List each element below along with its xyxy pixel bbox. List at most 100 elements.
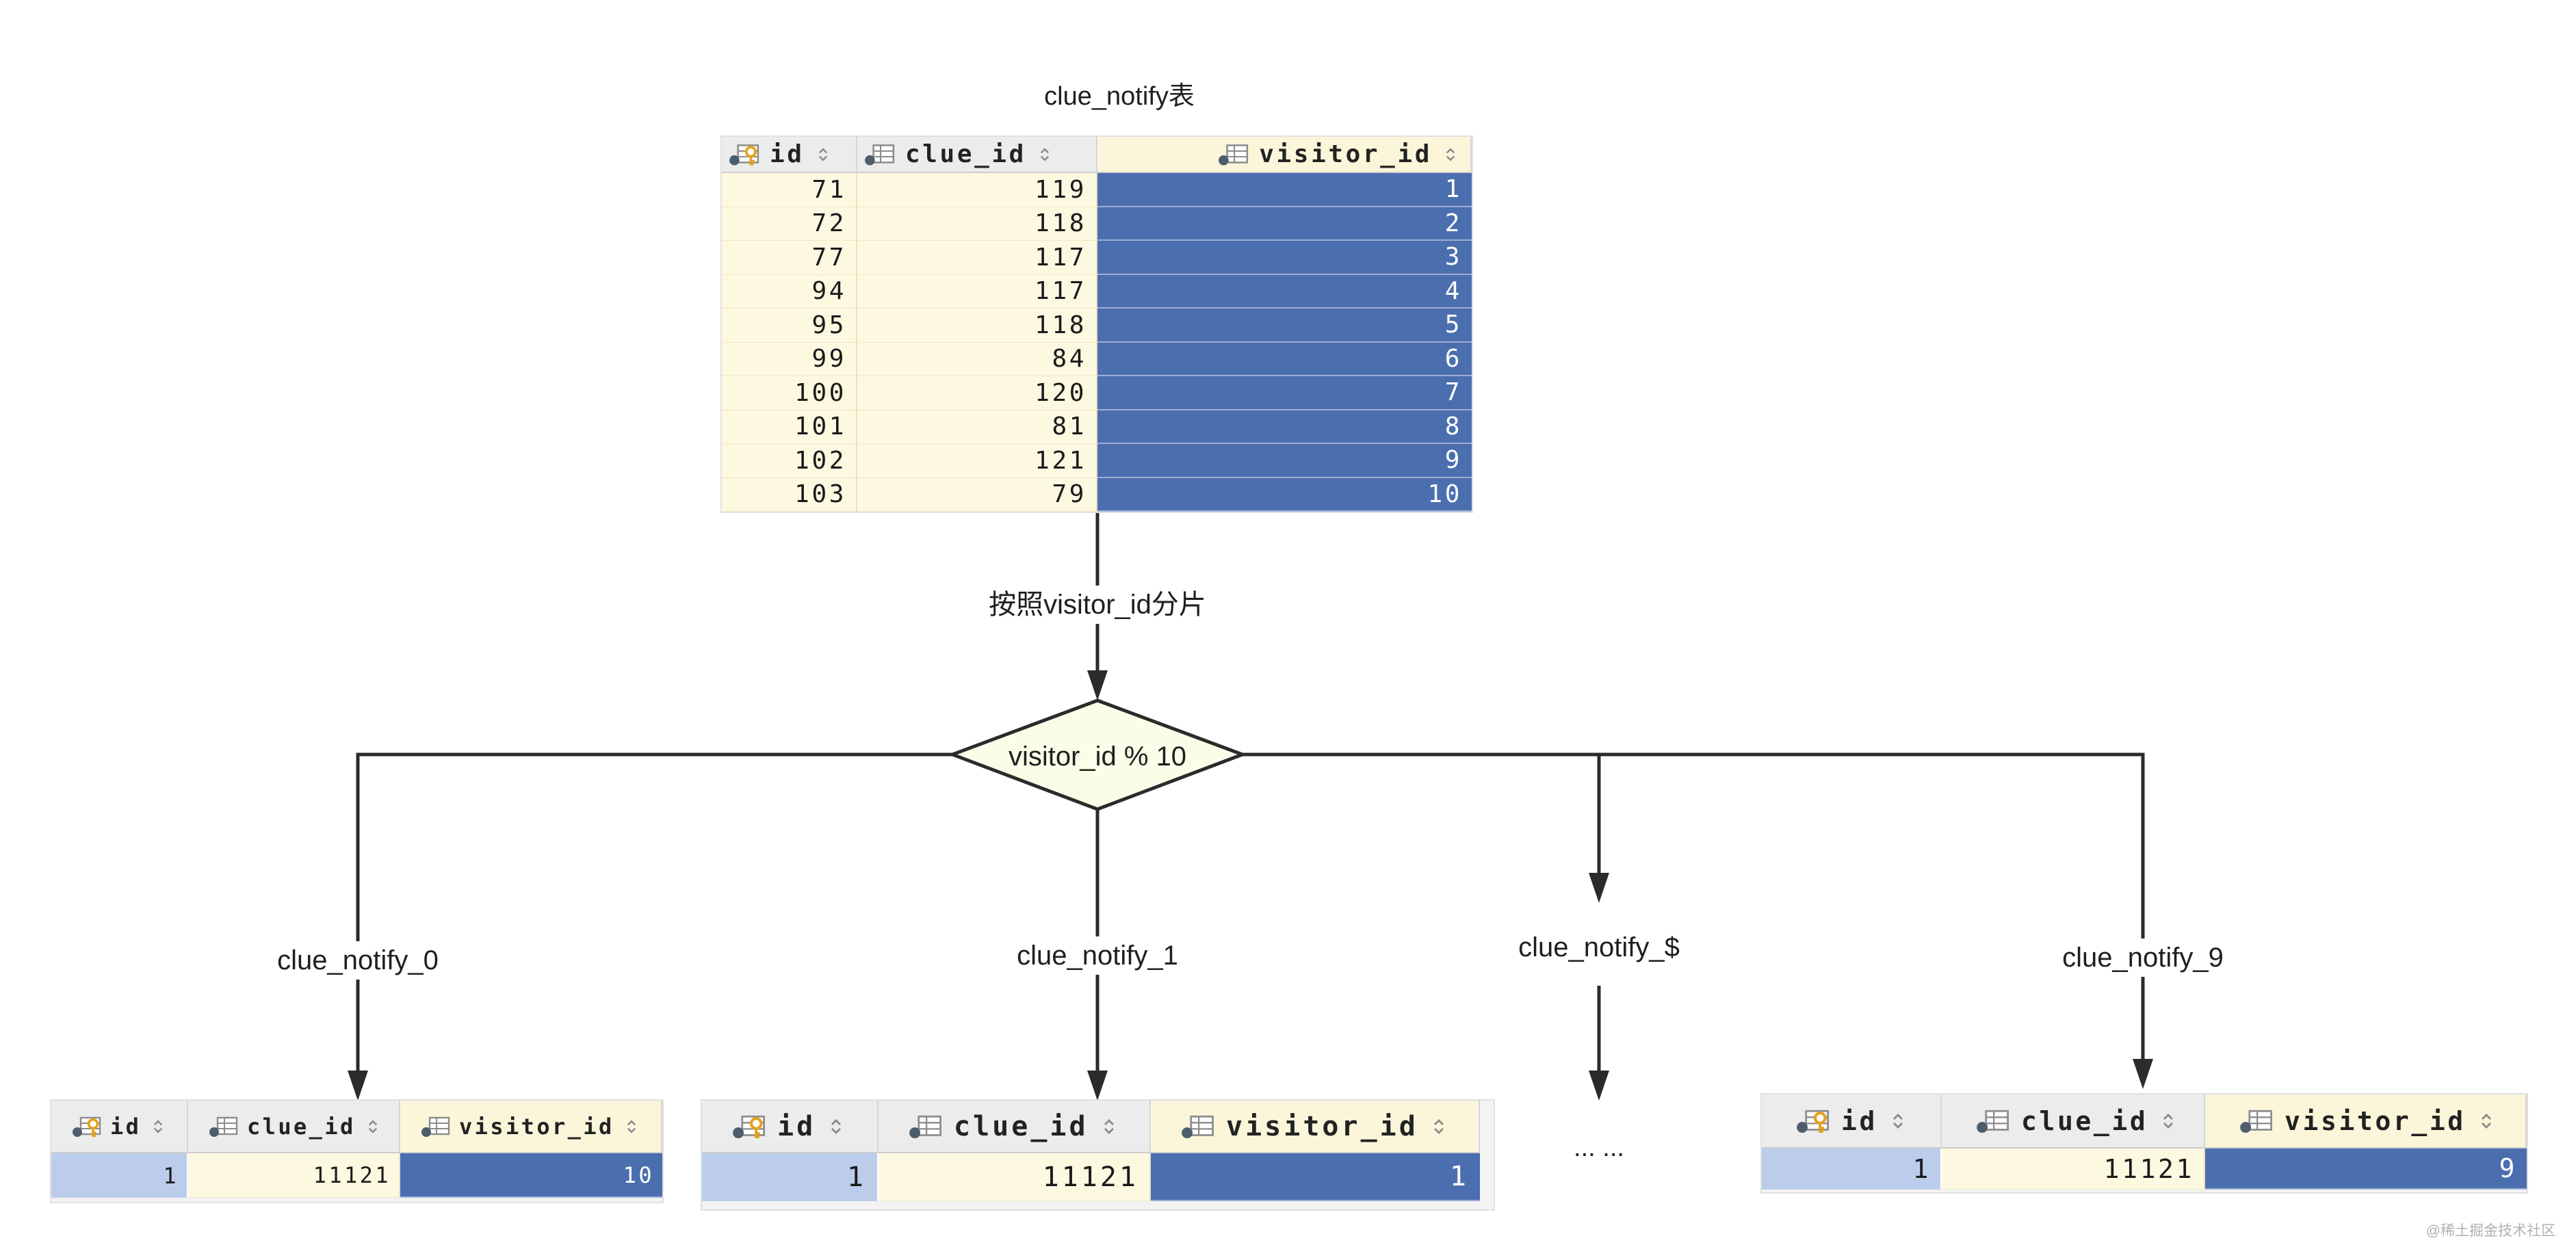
- arrowhead: [1589, 1071, 1609, 1101]
- cell-id: 103: [722, 477, 857, 512]
- column-icon: [421, 1115, 451, 1138]
- sort-icon: [829, 1116, 843, 1138]
- arrowhead: [1087, 1071, 1108, 1101]
- column-header-label: visitor_id: [1259, 140, 1432, 168]
- cell-id: 72: [722, 207, 857, 241]
- column-header-clue-id: clue_id: [1942, 1094, 2205, 1149]
- cell-clue-id: 119: [857, 173, 1097, 207]
- shard-label-9: clue_notify_9: [2061, 939, 2225, 977]
- cell-clue-id: 118: [857, 207, 1097, 241]
- cell-visitor-id: 1: [1151, 1153, 1480, 1201]
- cell-id: 71: [722, 173, 857, 207]
- column-header-visitor-id: visitor_id: [2205, 1094, 2527, 1149]
- column-icon: [864, 143, 896, 166]
- cell-visitor-id: 9: [2205, 1149, 2527, 1190]
- cell-clue-id: 117: [857, 274, 1097, 309]
- connector-line: [1243, 752, 2145, 1060]
- cell-clue-id: 79: [857, 477, 1097, 512]
- column-header-clue-id: clue_id: [879, 1101, 1151, 1153]
- column-header-id: id: [51, 1101, 188, 1153]
- cell-visitor-id: 4: [1097, 274, 1472, 309]
- arrowhead: [2133, 1059, 2153, 1089]
- cell-id: 100: [722, 376, 857, 410]
- watermark: @稀土掘金技术社区: [2425, 1223, 2555, 1239]
- ellipsis: ... ...: [1574, 1133, 1624, 1163]
- shard-label-placeholder: clue_notify_$: [1517, 928, 1681, 967]
- cell-id: 101: [722, 410, 857, 444]
- source-table: id clue_id visitor_id 71 119 1 72 118 2 …: [722, 137, 1472, 512]
- column-header-label: id: [777, 1110, 816, 1142]
- cell-visitor-id: 6: [1097, 342, 1472, 376]
- cell-visitor-id: 9: [1097, 444, 1472, 478]
- column-header-label: clue_id: [954, 1110, 1089, 1142]
- cell-id: 1: [702, 1153, 879, 1201]
- column-header-id: id: [702, 1101, 879, 1153]
- column-icon: [2239, 1108, 2274, 1134]
- diagram-title: clue_notify表: [1044, 82, 1195, 111]
- key-column-icon: [1796, 1108, 1830, 1134]
- cell-visitor-id: 7: [1097, 376, 1472, 410]
- column-header-visitor-id: visitor_id: [1151, 1101, 1480, 1153]
- column-header-label: id: [110, 1113, 142, 1140]
- cell-id: 99: [722, 342, 857, 376]
- sort-icon: [2480, 1110, 2493, 1132]
- column-header-label: id: [770, 140, 805, 168]
- column-header-label: visitor_id: [459, 1113, 614, 1140]
- key-column-icon: [732, 1114, 766, 1140]
- cell-clue-id: 84: [857, 342, 1097, 376]
- column-header-label: clue_id: [905, 140, 1026, 168]
- arrowhead: [348, 1071, 368, 1101]
- cell-clue-id: 117: [857, 241, 1097, 275]
- connector-line: [356, 752, 952, 1071]
- cell-id: 95: [722, 309, 857, 343]
- shard-table-0: id clue_id visitor_id 1 11121 10: [51, 1101, 662, 1202]
- sort-icon: [1891, 1110, 1905, 1132]
- cell-visitor-id: 10: [1097, 477, 1472, 512]
- shard-table-1: id clue_id visitor_id 1 11121 1: [702, 1101, 1494, 1209]
- sort-icon: [2161, 1110, 2175, 1132]
- column-header-clue-id: clue_id: [188, 1101, 400, 1153]
- cell-clue-id: 121: [857, 444, 1097, 478]
- sort-icon: [367, 1117, 379, 1136]
- cell-clue-id: 81: [857, 410, 1097, 444]
- column-header-id: id: [722, 137, 857, 173]
- shard-table-9: id clue_id visitor_id 1 11121 9: [1762, 1094, 2527, 1192]
- arrowhead: [1589, 873, 1609, 903]
- cell-clue-id: 11121: [879, 1153, 1151, 1201]
- cell-visitor-id: 1: [1097, 173, 1472, 207]
- cell-clue-id: 11121: [1942, 1149, 2205, 1190]
- arrowhead: [1087, 670, 1108, 700]
- sort-icon: [1432, 1116, 1446, 1138]
- cell-visitor-id: 3: [1097, 241, 1472, 275]
- key-column-icon: [729, 143, 760, 166]
- column-header-label: id: [1841, 1105, 1877, 1136]
- cell-clue-id: 118: [857, 309, 1097, 343]
- column-header-label: clue_id: [247, 1113, 356, 1140]
- shard-label-0: clue_notify_0: [276, 941, 440, 980]
- column-header-clue-id: clue_id: [857, 137, 1097, 173]
- cell-clue-id: 11121: [188, 1153, 400, 1198]
- cell-id: 94: [722, 274, 857, 309]
- sort-icon: [1444, 145, 1457, 164]
- sort-icon: [625, 1117, 638, 1136]
- sort-icon: [1102, 1116, 1116, 1138]
- column-icon: [1181, 1114, 1215, 1140]
- sort-icon: [817, 145, 829, 164]
- column-icon: [1218, 143, 1249, 166]
- decision-label: visitor_id % 10: [1008, 741, 1187, 772]
- cell-id: 1: [51, 1153, 188, 1198]
- cell-visitor-id: 2: [1097, 207, 1472, 241]
- cell-id: 77: [722, 241, 857, 275]
- column-icon: [909, 1114, 943, 1140]
- column-header-visitor-id: visitor_id: [1097, 137, 1472, 173]
- cell-id: 1: [1762, 1149, 1942, 1190]
- column-header-label: clue_id: [2021, 1105, 2148, 1136]
- shard-label-1: clue_notify_1: [1015, 936, 1180, 975]
- column-header-id: id: [1762, 1094, 1942, 1149]
- column-header-visitor-id: visitor_id: [400, 1101, 662, 1153]
- column-header-label: visitor_id: [1226, 1110, 1418, 1142]
- cell-visitor-id: 8: [1097, 410, 1472, 444]
- sort-icon: [152, 1117, 164, 1136]
- sort-icon: [1039, 145, 1051, 164]
